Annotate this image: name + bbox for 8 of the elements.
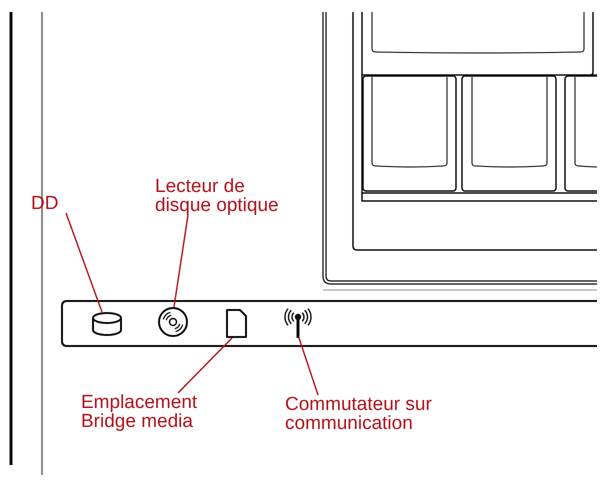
leader-line — [298, 338, 319, 396]
leader-line — [65, 212, 103, 312]
leader-line — [173, 214, 189, 308]
callout-label: DD — [31, 194, 71, 213]
callout-label: Lecteur de disque optique — [155, 177, 287, 215]
leader-line — [178, 338, 232, 394]
callout-label: Emplacement Bridge media — [81, 393, 206, 431]
callout-label: Commutateur sur communication — [285, 395, 440, 433]
